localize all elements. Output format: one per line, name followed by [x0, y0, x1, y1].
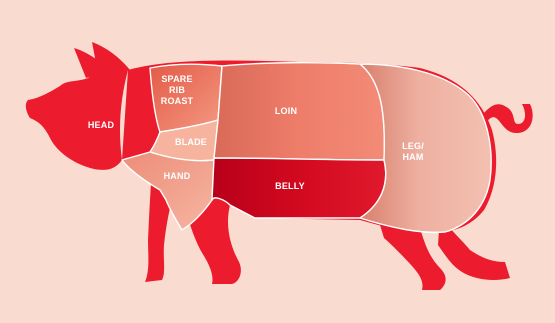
back-hind-leg [438, 215, 510, 280]
cut-hand [121, 151, 215, 231]
label-hand: HAND [164, 171, 191, 181]
cut-loin [213, 61, 386, 161]
label-head: HEAD [88, 120, 115, 130]
tail [478, 104, 533, 134]
cuts-layer [121, 61, 492, 234]
label-spare-rib-roast-line2: RIB [169, 85, 185, 95]
label-belly: BELLY [275, 181, 305, 191]
head [25, 69, 129, 170]
cut-labels: HEAD SPARE RIB ROAST BLADE LOIN HAND BEL… [88, 74, 424, 191]
label-spare-rib-roast-line1: SPARE [161, 74, 192, 84]
label-loin: LOIN [275, 106, 297, 116]
cut-leg-ham [359, 63, 492, 234]
front-hind-leg [380, 225, 446, 290]
label-spare-rib-roast-line3: ROAST [161, 96, 194, 106]
label-leg-ham-line2: HAM [402, 152, 423, 162]
ear-front [92, 42, 130, 74]
label-leg-ham-line1: LEG/ [402, 141, 424, 151]
label-blade: BLADE [175, 137, 207, 147]
